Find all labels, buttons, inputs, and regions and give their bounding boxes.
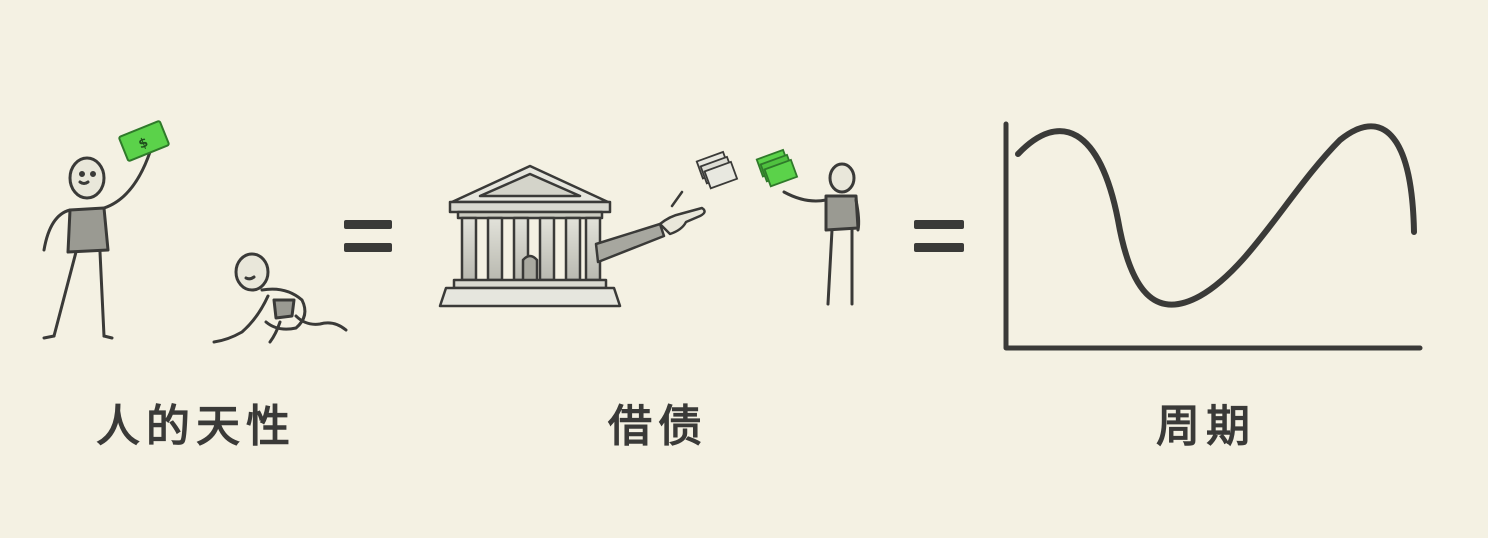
bank-arm <box>594 190 706 264</box>
equals-sign-1 <box>344 220 392 252</box>
graph-axes <box>1003 121 1423 351</box>
label-human-nature: 人的天性 <box>96 401 296 452</box>
crawling-man-figure <box>212 252 348 344</box>
green-money-stack <box>755 148 799 188</box>
label-cycle: 周期 <box>1156 401 1256 452</box>
standing-man-figure <box>42 150 152 340</box>
equals-sign-2 <box>914 220 964 252</box>
paper-money-stack <box>695 150 739 190</box>
label-debt: 借债 <box>608 401 708 452</box>
dollar-bill-icon: $ <box>118 120 170 162</box>
cycle-graph <box>1003 121 1423 351</box>
borrower-figure <box>782 162 861 306</box>
cycle-curve <box>1015 123 1417 308</box>
bank-building-icon <box>438 164 622 308</box>
